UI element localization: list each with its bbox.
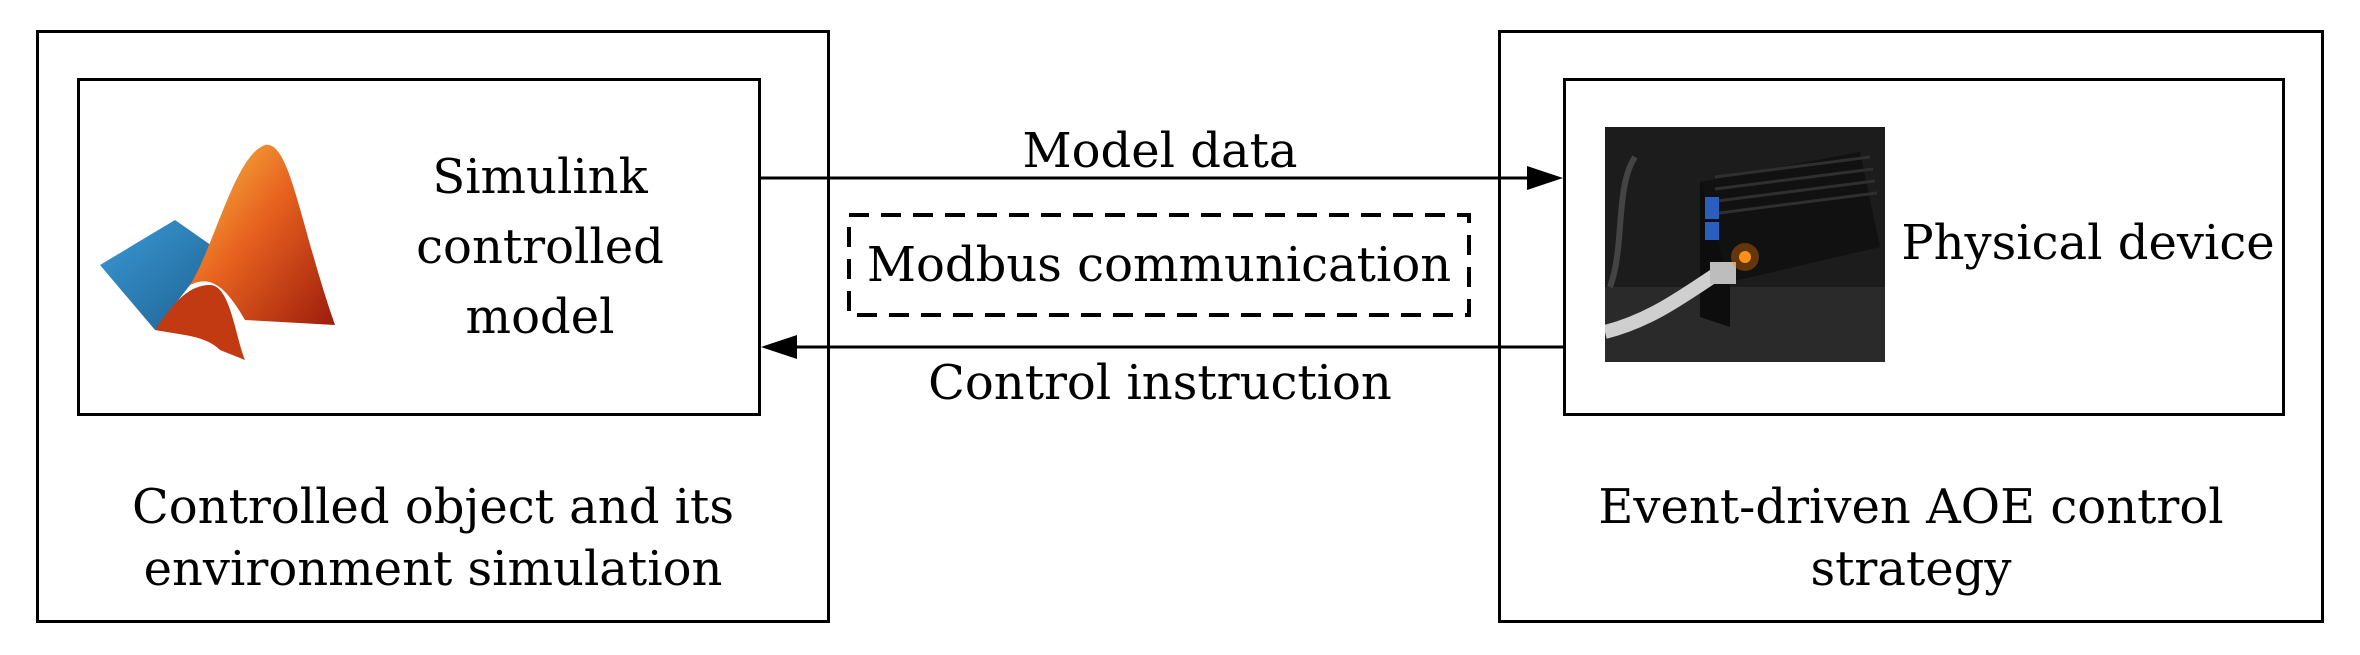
physical-device-photo xyxy=(1605,127,1885,362)
simulink-label-line1: Simulink xyxy=(432,149,648,205)
modbus-communication-label: Modbus communication xyxy=(866,237,1452,293)
simulink-label-line3: model xyxy=(465,289,615,345)
control-instruction-label: Control instruction xyxy=(928,355,1392,411)
right-caption-line2: strategy xyxy=(1810,541,2012,597)
model-data-label: Model data xyxy=(1022,123,1298,179)
matlab-logo-icon xyxy=(100,144,335,360)
simulink-label-line2: controlled xyxy=(416,219,664,275)
modbus-dashed-box xyxy=(847,213,1471,317)
left-caption-line2: environment simulation xyxy=(143,541,723,597)
control-instruction-arrowhead xyxy=(761,335,797,359)
model-data-arrowhead xyxy=(1527,166,1563,190)
physical-device-label: Physical device xyxy=(1901,215,2275,271)
left-caption-line1: Controlled object and its xyxy=(132,479,734,535)
right-caption-line1: Event-driven AOE control xyxy=(1598,479,2224,535)
